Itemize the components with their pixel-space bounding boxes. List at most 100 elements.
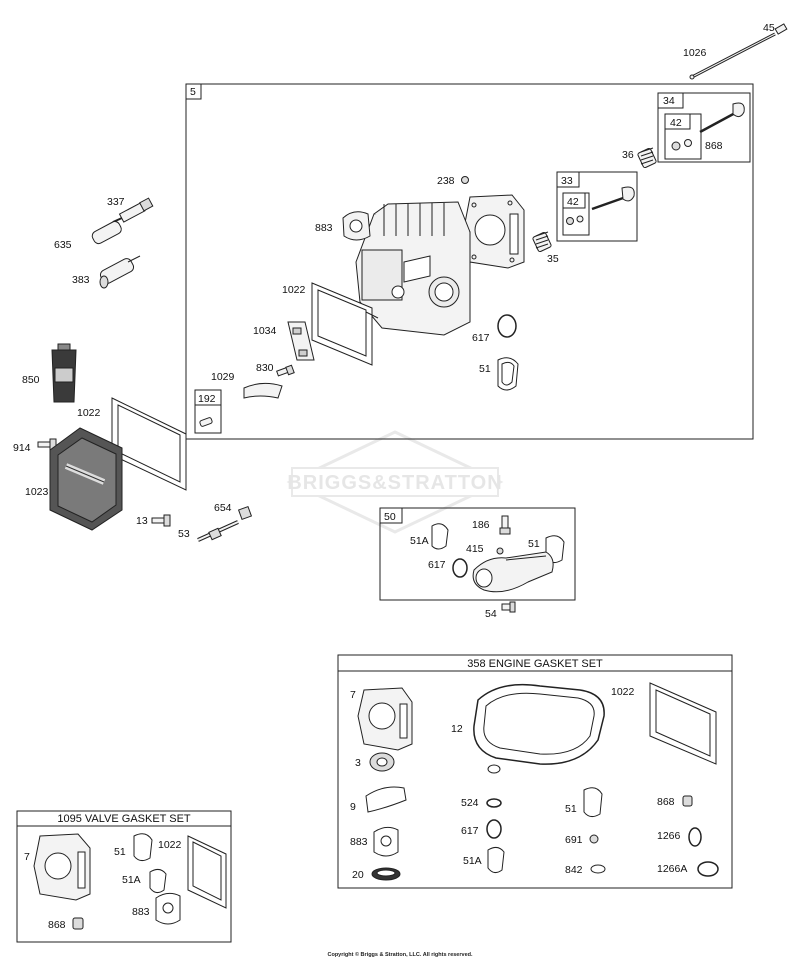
label-914: 914 xyxy=(13,442,31,454)
label-35: 35 xyxy=(547,253,559,265)
valve-retainer-exhaust[interactable] xyxy=(671,139,692,151)
push-rod[interactable] xyxy=(689,32,776,80)
eg-head-gasket-7[interactable] xyxy=(357,687,413,751)
eg-seal-20[interactable] xyxy=(371,867,401,881)
vg-valve-cover-gasket-1022[interactable] xyxy=(187,835,227,909)
sealant-tube-850[interactable] xyxy=(51,343,77,403)
valve-cover-1023[interactable] xyxy=(49,427,123,531)
vg-seal-868[interactable] xyxy=(72,917,84,930)
gasket-51a-manifold[interactable] xyxy=(431,523,449,550)
fitting-186[interactable] xyxy=(499,515,511,535)
group-50-label: 50 xyxy=(384,511,396,523)
intake-gasket-883-head[interactable] xyxy=(342,211,371,241)
oring-617-head[interactable] xyxy=(497,314,517,338)
vg-head-gasket-7[interactable] xyxy=(33,833,91,901)
group-34-label: 34 xyxy=(663,95,675,107)
valve-spring-35[interactable] xyxy=(532,231,552,253)
label-54: 54 xyxy=(485,608,497,620)
label-415: 415 xyxy=(466,543,484,555)
eg-valve-cover-gasket-1022[interactable] xyxy=(649,682,717,765)
ignition-coil-383[interactable] xyxy=(99,255,141,289)
eg-seal-3[interactable] xyxy=(369,752,395,772)
eg-gasket-51a[interactable] xyxy=(487,846,505,874)
push-rod-tip[interactable] xyxy=(774,23,788,35)
eg-label-1266a: 1266A xyxy=(657,863,687,875)
eg-oring-1266a[interactable] xyxy=(697,861,719,877)
eg-gasket-883[interactable] xyxy=(373,826,399,857)
eg-label-20: 20 xyxy=(352,869,364,881)
eg-label-617: 617 xyxy=(461,825,479,837)
group-192-tag xyxy=(194,389,222,406)
group-34-frame xyxy=(657,92,751,163)
group-192-label: 192 xyxy=(198,393,216,405)
plug-238[interactable] xyxy=(461,176,469,184)
eg-crankcase-gasket-12[interactable] xyxy=(473,683,605,765)
copyright-notice: Copyright © Briggs & Stratton, LLC. All … xyxy=(327,951,473,958)
cylinder-head[interactable] xyxy=(355,201,471,336)
eg-oring-1266[interactable] xyxy=(688,827,702,847)
nut-654[interactable] xyxy=(237,505,253,521)
label-830: 830 xyxy=(256,362,274,374)
eg-label-842: 842 xyxy=(565,864,583,876)
eg-label-691: 691 xyxy=(565,834,583,846)
valve-cover-gasket-1022[interactable] xyxy=(111,397,187,491)
plug-415[interactable] xyxy=(496,547,504,555)
gasket-51-head[interactable] xyxy=(497,357,519,391)
rocker-cover-gasket-head[interactable] xyxy=(311,282,379,366)
label-850: 850 xyxy=(22,374,40,386)
valve-retainer-intake[interactable] xyxy=(566,215,584,225)
vg-label-1022: 1022 xyxy=(158,839,182,851)
group-33-label: 33 xyxy=(561,175,573,187)
spark-plug-boot-635[interactable] xyxy=(90,220,123,246)
eg-label-12: 12 xyxy=(451,723,463,735)
label-868-valve: 868 xyxy=(705,140,723,152)
label-1022-cover: 1022 xyxy=(77,407,101,419)
vg-label-868: 868 xyxy=(48,919,66,931)
valve-spring-36[interactable] xyxy=(637,147,657,169)
eg-label-1266: 1266 xyxy=(657,830,681,842)
head-gasket[interactable] xyxy=(463,194,525,269)
eg-oring-842[interactable] xyxy=(590,864,606,874)
eg-label-7: 7 xyxy=(350,689,356,701)
label-1026: 1026 xyxy=(683,47,707,59)
label-383: 383 xyxy=(72,274,90,286)
label-186: 186 xyxy=(472,519,490,531)
intake-valve[interactable] xyxy=(591,186,635,211)
label-337: 337 xyxy=(107,196,125,208)
group-5-tag xyxy=(185,83,202,100)
bolt-54[interactable] xyxy=(501,601,516,613)
eg-oring-617[interactable] xyxy=(486,819,502,839)
eg-oring-524[interactable] xyxy=(486,798,502,808)
vg-label-883: 883 xyxy=(132,906,150,918)
vg-label-51a: 51A xyxy=(122,874,141,886)
label-617-manifold: 617 xyxy=(428,559,446,571)
screw-13[interactable] xyxy=(151,514,171,527)
watermark-text: BRIGGS&STRATTON xyxy=(287,472,502,494)
breather-valve-1034[interactable] xyxy=(287,321,315,361)
vg-gasket-51a[interactable] xyxy=(149,868,167,894)
oring-617-manifold[interactable] xyxy=(452,558,468,578)
label-1022-head: 1022 xyxy=(282,284,306,296)
label-1023: 1023 xyxy=(25,486,49,498)
breather-cover-1029[interactable] xyxy=(243,382,283,399)
intake-manifold-415[interactable] xyxy=(472,551,554,593)
eg-oring-small[interactable] xyxy=(487,764,501,774)
label-654: 654 xyxy=(214,502,232,514)
eg-seal-868[interactable] xyxy=(682,795,693,807)
vg-gasket-883[interactable] xyxy=(155,892,181,925)
stud-53[interactable] xyxy=(197,520,239,542)
eg-label-9: 9 xyxy=(350,801,356,813)
spark-plug-337[interactable] xyxy=(112,197,154,223)
screw-830[interactable] xyxy=(276,364,295,377)
label-45: 45 xyxy=(763,22,775,34)
exhaust-valve[interactable] xyxy=(699,102,745,134)
engine-gasket-set-frame xyxy=(337,654,733,889)
eg-gasket-51[interactable] xyxy=(583,787,603,818)
eg-gasket-9[interactable] xyxy=(365,786,407,813)
group-42b-label: 42 xyxy=(567,196,579,208)
breather-tube-192[interactable] xyxy=(199,417,213,427)
vg-gasket-51[interactable] xyxy=(133,833,153,862)
group-5-label: 5 xyxy=(190,86,196,98)
eg-seal-691[interactable] xyxy=(589,834,599,844)
